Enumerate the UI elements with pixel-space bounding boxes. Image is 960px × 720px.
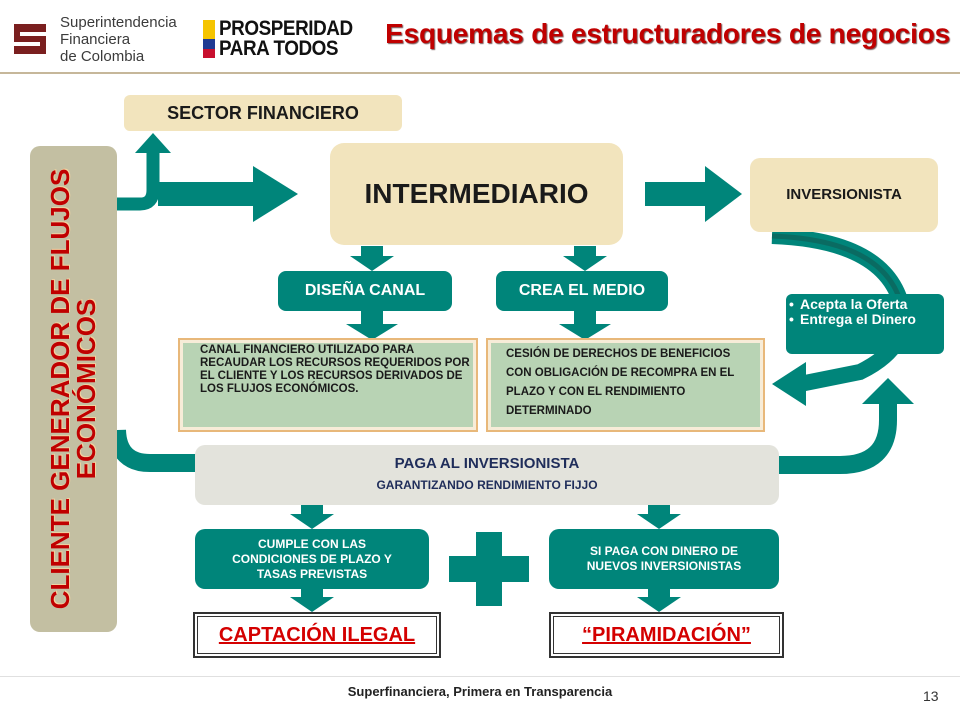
inversionista-box: INVERSIONISTA (750, 158, 938, 232)
arrow-to-sector-icon (135, 133, 171, 153)
sfc-logo-line3: de Colombia (60, 48, 145, 65)
arrow-to-intermediario-icon (253, 166, 298, 222)
arrow-to-inversionista-icon (705, 166, 742, 222)
arrow-to-cesion-icon (772, 362, 806, 406)
superfinanciera-logo-mark-icon (10, 18, 50, 58)
footer-divider (0, 676, 960, 677)
crea-el-medio-box: CREA EL MEDIO (496, 271, 668, 311)
piramidacion-label: “PIRAMIDACIÓN” (582, 623, 751, 646)
pp-logo-line1: PROSPERIDAD (219, 17, 353, 40)
colombia-flag-icon (203, 20, 215, 58)
acepta-oferta-box: Acepta la Oferta Entrega el Dinero (786, 294, 944, 354)
header-divider (0, 72, 960, 74)
canal-financiero-box (178, 338, 478, 432)
si-paga-box: SI PAGA CON DINERO DE NUEVOS INVERSIONIS… (549, 529, 779, 589)
canal-financiero-text: CANAL FINANCIERO UTILIZADO PARA RECAUDAR… (200, 344, 470, 395)
superfinanciera-logo: Superintendencia Financiera de Colombia (8, 12, 178, 66)
cliente-label-line2: ECONÓMICOS (71, 298, 101, 480)
cesion-derechos-box (486, 338, 765, 432)
page-number: 13 (923, 688, 939, 704)
captacion-ilegal-label: CAPTACIÓN ILEGAL (218, 623, 416, 646)
paga-inversionista-label: PAGA AL INVERSIONISTA (394, 455, 580, 472)
cumple-condiciones-label: CUMPLE CON LAS CONDICIONES DE PLAZO Y TA… (232, 536, 392, 581)
footer-text: Superfinanciera, Primera en Transparenci… (347, 684, 613, 699)
sfc-logo-line2: Financiera (60, 31, 131, 48)
page-title: Esquemas de estructuradores de negocios (385, 18, 950, 49)
disena-canal-box: DISEÑA CANAL (278, 271, 452, 311)
cliente-generador-box (30, 146, 117, 632)
rendimiento-fijo-label: GARANTIZANDO RENDIMIENTO FIJJO (376, 478, 598, 492)
pp-logo-line2: PARA TODOS (219, 37, 339, 60)
cumple-condiciones-box: CUMPLE CON LAS CONDICIONES DE PLAZO Y TA… (195, 529, 429, 589)
captacion-ilegal-box: CAPTACIÓN ILEGAL (193, 612, 441, 658)
sfc-logo-line1: Superintendencia (60, 14, 177, 31)
cliente-generador-label: CLIENTE GENERADOR DE FLUJOS ECONÓMICOS (45, 159, 101, 619)
piramidacion-box: “PIRAMIDACIÓN” (549, 612, 784, 658)
cliente-label-line1: CLIENTE GENERADOR DE FLUJOS (45, 168, 75, 610)
entrega-item: Entrega el Dinero (786, 312, 944, 328)
cesion-derechos-text: CESIÓN DE DERECHOS DE BENEFICIOS CON OBL… (506, 348, 735, 417)
plus-icon (449, 532, 529, 606)
intermediario-box: INTERMEDIARIO (330, 143, 623, 245)
sector-financiero-box: SECTOR FINANCIERO (124, 95, 402, 131)
si-paga-label: SI PAGA CON DINERO DE NUEVOS INVERSIONIS… (586, 544, 742, 573)
acepta-item: Acepta la Oferta (786, 297, 944, 313)
paga-inversionista-box: PAGA AL INVERSIONISTA GARANTIZANDO RENDI… (195, 445, 779, 505)
arrow-up-right-icon (862, 378, 914, 404)
prosperidad-logo: PROSPERIDAD PARA TODOS (203, 18, 353, 60)
